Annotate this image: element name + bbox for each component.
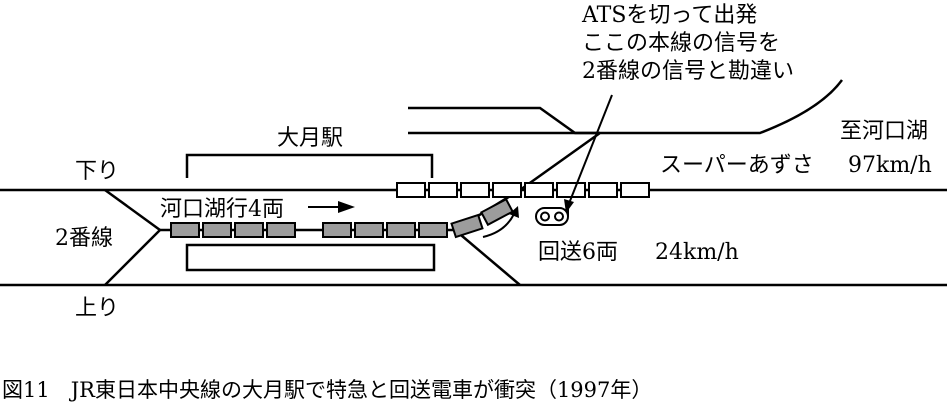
platform — [185, 243, 436, 272]
station — [185, 153, 436, 272]
deadhead-car — [450, 213, 484, 239]
up-line-label: 上り — [75, 296, 119, 321]
callout-arrow — [564, 94, 613, 213]
track-2-label: 2番線 — [55, 226, 113, 251]
signal-lamp — [540, 211, 550, 222]
express-car — [460, 182, 490, 198]
station-label: 大月駅 — [277, 126, 343, 151]
local-direction-arrow — [308, 201, 355, 213]
express-car — [588, 182, 618, 198]
express-car — [492, 182, 522, 198]
local-car — [266, 222, 296, 238]
express-train — [396, 182, 650, 198]
deadhead-speed-label: 24km/h — [655, 240, 739, 265]
local-car — [202, 222, 232, 238]
signal-lamp — [554, 211, 564, 222]
deadhead-label: 回送6両 — [538, 240, 618, 265]
deadhead-train — [322, 197, 514, 239]
local-car — [170, 222, 200, 238]
deadhead-car — [386, 222, 416, 238]
express-name-label: スーパーあずさ — [660, 153, 814, 178]
deadhead-car — [354, 222, 384, 238]
ats-note-line1: ATSを切って出発 — [581, 3, 757, 28]
deadhead-car — [322, 222, 352, 238]
junction-curve — [519, 79, 844, 192]
destination-label: 至河口湖 — [840, 119, 928, 144]
local-train-label: 河口湖行4両 — [160, 197, 284, 222]
local-train — [170, 222, 296, 238]
deadhead-car — [418, 222, 448, 238]
station-bracket — [185, 153, 434, 178]
crossover-to-up-track — [454, 229, 521, 286]
deadhead-direction-arrow — [482, 206, 519, 238]
figure-caption: 図11 JR東日本中央線の大月駅で特急と回送電車が衝突（1997年） — [2, 378, 652, 402]
deadhead-car — [480, 197, 514, 227]
ats-note-line2: ここの本線の信号を — [582, 31, 780, 56]
express-car — [620, 182, 650, 198]
local-car — [234, 222, 264, 238]
express-car — [396, 182, 426, 198]
express-car — [524, 182, 554, 198]
siding-upper — [408, 106, 600, 135]
signal — [535, 204, 569, 226]
express-car — [428, 182, 458, 198]
down-line-label: 下り — [75, 159, 119, 184]
express-car — [556, 182, 586, 198]
track-2-west-up-branch — [104, 229, 161, 286]
ats-note-line3: 2番線の信号と勘違い — [582, 59, 794, 84]
express-speed-label: 97km/h — [848, 153, 932, 178]
track-2-west-down-branch — [104, 188, 161, 232]
